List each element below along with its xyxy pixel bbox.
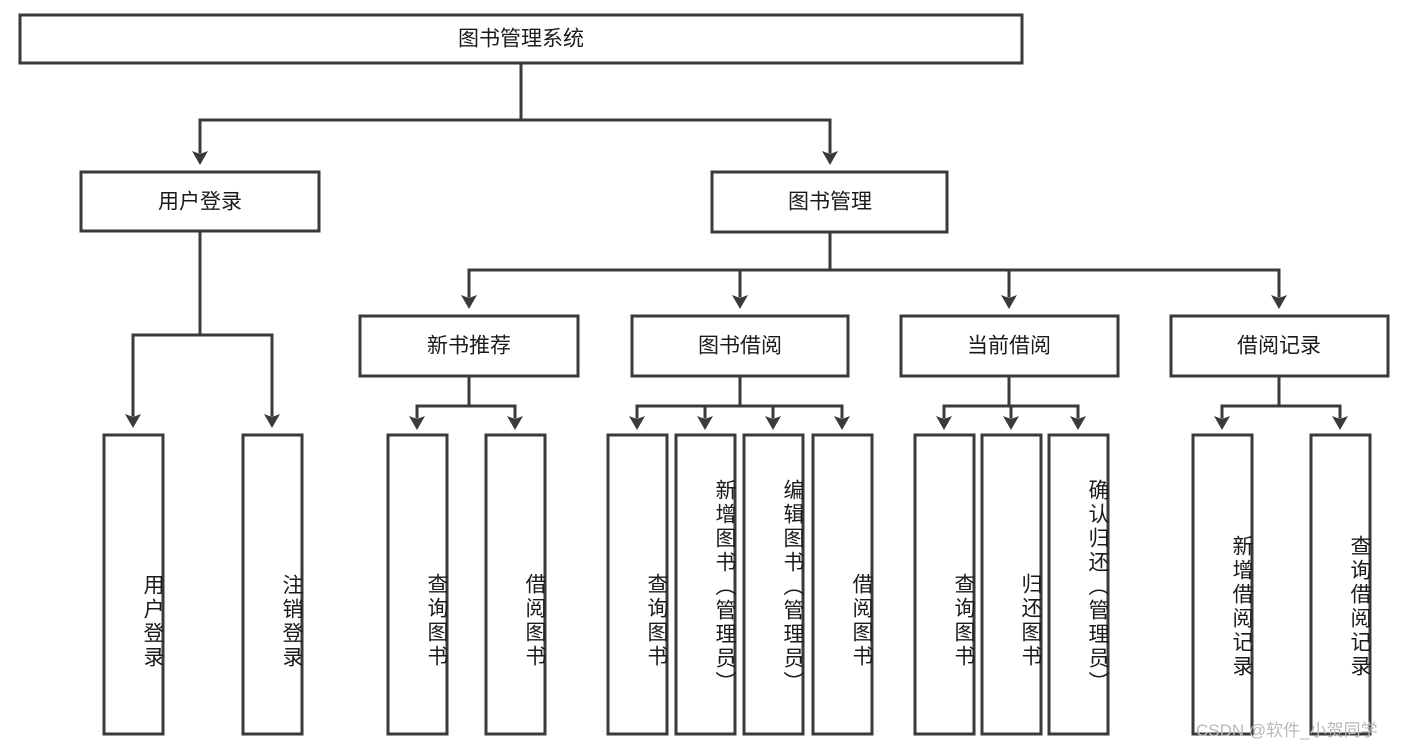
node-box-user-login[interactable] (79, 170, 321, 233)
node-box-leaf-borrow-book-1[interactable] (484, 433, 547, 736)
node-box-leaf-query-book-2[interactable] (606, 433, 669, 736)
node-box-leaf-return-book[interactable] (980, 433, 1043, 736)
connectors (125, 61, 1348, 430)
node-box-leaf-query-book-1[interactable] (386, 433, 449, 736)
label-root: 图书管理系统 (458, 28, 584, 51)
node-box-leaf-query-book-3[interactable] (913, 433, 976, 736)
label-book-manage: 图书管理 (788, 191, 872, 214)
label-user-login: 用户登录 (158, 191, 242, 214)
node-box-leaf-query-record[interactable] (1309, 433, 1372, 736)
label-new-book-recommend: 新书推荐 (427, 335, 511, 358)
node-box-leaf-borrow-book-2[interactable] (811, 433, 874, 736)
node-box-leaf-add-record[interactable] (1191, 433, 1254, 736)
node-box-leaf-add-book[interactable] (674, 433, 737, 736)
csdn-watermark: CSDN @软件_小贺同学 (1196, 721, 1378, 740)
node-box-leaf-user-logout[interactable] (241, 433, 304, 736)
node-box-leaf-confirm-return[interactable] (1047, 433, 1110, 736)
node-box-leaf-user-login[interactable] (102, 433, 165, 736)
node-box-leaf-edit-book[interactable] (742, 433, 805, 736)
node-box-new-book-recommend[interactable] (358, 314, 580, 378)
horizontal-labels: 图书管理系统 用户登录 图书管理 新书推荐 图书借阅 当前借阅 借阅记录 (158, 28, 1321, 358)
node-box-current-borrow[interactable] (899, 314, 1120, 378)
label-book-borrow: 图书借阅 (698, 335, 782, 358)
node-boxes (18, 13, 1390, 736)
label-borrow-record: 借阅记录 (1237, 335, 1321, 358)
node-box-root[interactable] (18, 13, 1024, 65)
label-current-borrow: 当前借阅 (967, 335, 1051, 358)
